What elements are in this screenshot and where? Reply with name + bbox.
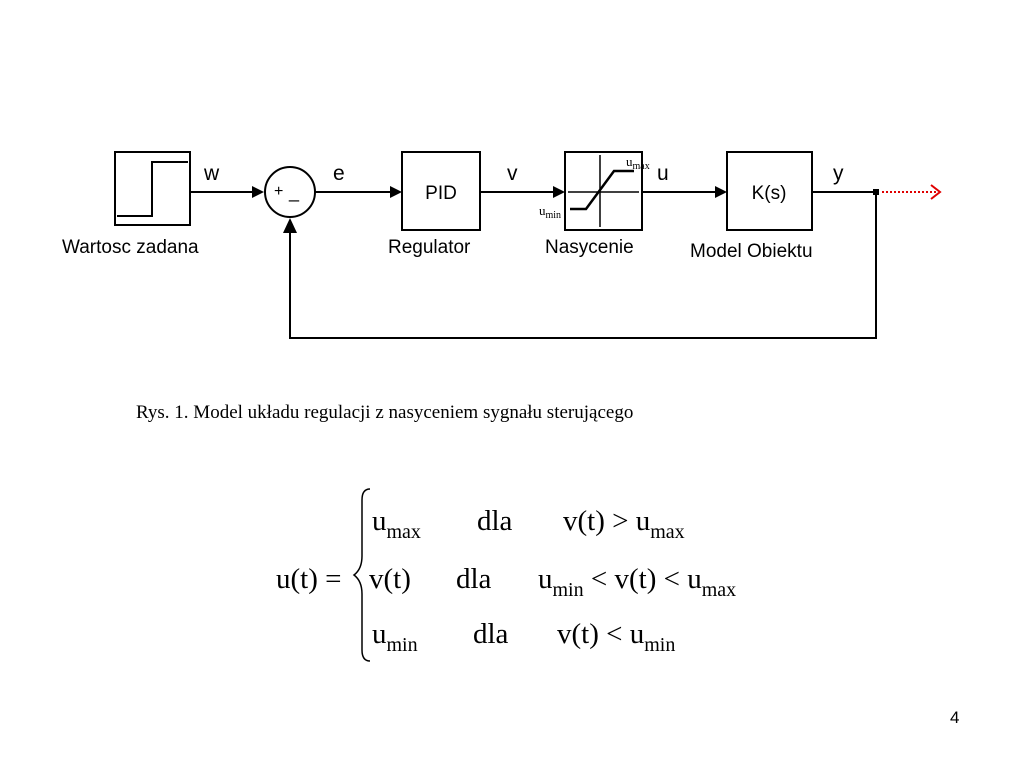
signal-e-label: e — [333, 162, 345, 185]
saturation-label: Nasycenie — [545, 237, 634, 258]
feedback-line — [289, 195, 877, 339]
setpoint-label: Wartosc zadana — [62, 237, 199, 258]
formula-row-3: umin dla v(t) < umin — [372, 618, 675, 658]
umax-label: umax — [626, 154, 650, 172]
plant-text: K(s) — [752, 183, 787, 204]
formula-brace — [352, 488, 371, 662]
page-number: 4 — [950, 708, 960, 727]
signal-w-label: w — [203, 162, 220, 185]
plant-label: Model Obiektu — [690, 241, 813, 262]
signal-u-label: u — [657, 162, 669, 185]
piecewise-formula: u(t) = umax dla v(t) > umax v(t) dla umi… — [276, 488, 736, 662]
sum-minus-sign: _ — [288, 182, 300, 203]
plant-block: K(s) — [726, 151, 813, 231]
formula-lhs: u(t) = — [276, 563, 341, 595]
sum-plus-sign: + — [274, 183, 283, 200]
summing-junction: + _ — [264, 166, 316, 218]
umin-label: umin — [539, 203, 561, 221]
pid-label: Regulator — [388, 237, 471, 258]
signal-v-label: v — [507, 162, 518, 185]
formula-row-2: v(t) dla umin < v(t) < umax — [369, 563, 736, 601]
signal-y-label: y — [833, 162, 844, 185]
feedback-arrowhead — [283, 218, 297, 233]
setpoint-block — [114, 151, 191, 226]
figure-caption: Rys. 1. Model układu regulacji z nasycen… — [136, 402, 634, 423]
output-port — [873, 189, 879, 195]
output-arrow — [882, 184, 942, 200]
formula-row-1: umax dla v(t) > umax — [372, 505, 685, 545]
pid-block: PID — [401, 151, 481, 231]
pid-text: PID — [425, 183, 457, 204]
